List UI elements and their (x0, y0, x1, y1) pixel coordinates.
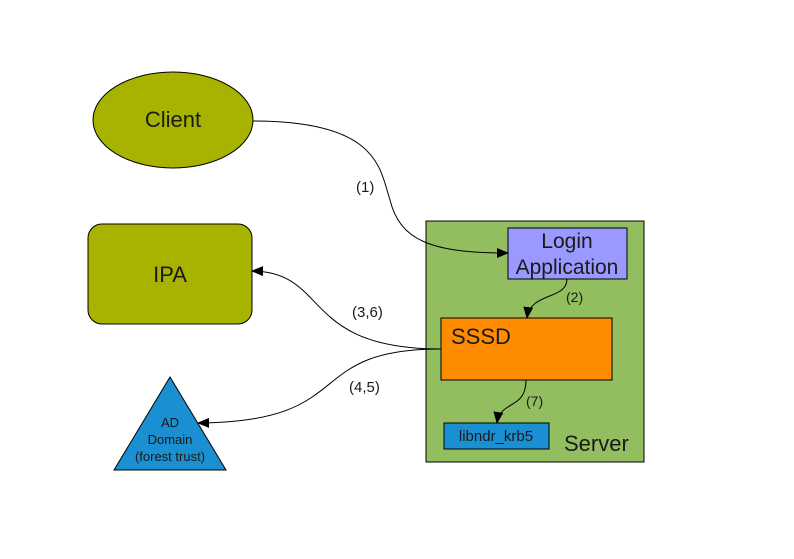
ipa-node: IPA (87, 223, 253, 325)
edge-client-to-login: (1) (252, 120, 509, 258)
edge-sssd-to-ipa: (3,6) (251, 266, 442, 350)
ad-domain-label-line2: Domain (148, 432, 193, 447)
edge-sssd-to-ad: (4,5) (197, 348, 442, 428)
edge-label-2: (2) (566, 289, 583, 305)
connector-sssd-ad (197, 348, 442, 428)
ad-domain-label-line3: (forest trust) (135, 449, 205, 464)
connector-sssd-ipa (251, 266, 442, 350)
connector-sssd-libndr (493, 379, 527, 424)
edge-sssd-to-libndr: (7) (493, 379, 543, 424)
ad-domain-label-line1: AD (161, 415, 179, 430)
edge-login-to-sssd: (2) (523, 278, 583, 319)
client-node: Client (92, 71, 254, 169)
edge-label-4-5: (4,5) (349, 379, 380, 396)
login-application-box (507, 227, 628, 280)
connector-login-sssd (523, 278, 568, 319)
ad-domain-node: AD Domain (forest trust) (113, 376, 227, 471)
server-label: Server (564, 431, 629, 456)
login-application-node: Login Application (507, 227, 628, 280)
edge-label-1: (1) (356, 179, 374, 196)
ipa-label: IPA (153, 262, 187, 287)
login-application-label-line1: Login (541, 230, 592, 253)
edge-label-7: (7) (526, 393, 543, 409)
edge-label-3-6: (3,6) (352, 304, 383, 321)
connector-client-login (252, 120, 509, 258)
sssd-node: SSSD (440, 317, 613, 381)
libndr-krb5-box (443, 422, 550, 450)
login-application-label-line2: Application (516, 256, 619, 279)
libndr-krb5-label: libndr_krb5 (459, 428, 533, 445)
client-label: Client (145, 107, 201, 132)
libndr-krb5-node: libndr_krb5 (443, 422, 550, 450)
client-ellipse (92, 71, 254, 169)
sssd-label: SSSD (451, 324, 511, 349)
